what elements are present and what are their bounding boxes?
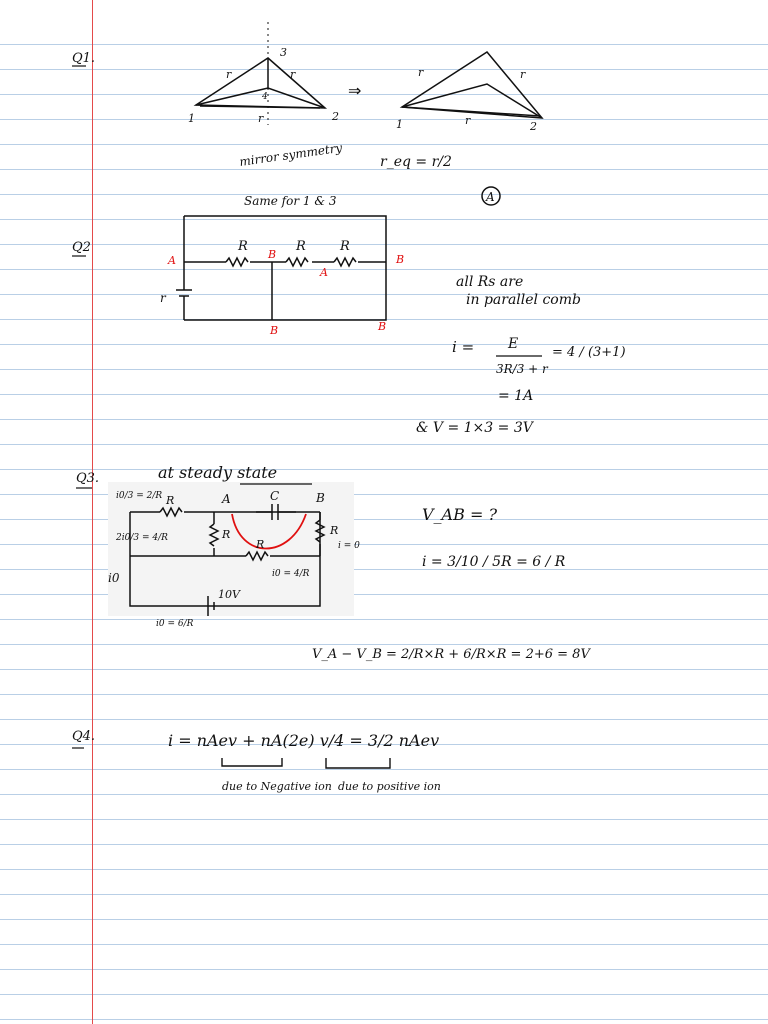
q3-label: Q3. (76, 471, 99, 486)
q1-r-b: r (290, 68, 296, 81)
q3-circuit-photo-bg (108, 482, 354, 616)
q1-same-note: Same for 1 & 3 (244, 194, 337, 208)
q3-current-2: 2i0/3 = 4/R (115, 533, 168, 543)
q1-r-c: r (258, 112, 264, 125)
q1-node-4: 4 (261, 92, 268, 102)
q2-r1: R (237, 239, 248, 254)
q1-req: r_eq = r/2 (380, 154, 452, 170)
q2-eq-v: & V = 1×3 = 3V (416, 420, 535, 436)
q3-title: at steady state (158, 463, 277, 482)
q2-node-a1: A (167, 254, 176, 267)
q2-note-2: in parallel comb (466, 292, 581, 308)
q3-r4: R (329, 524, 338, 537)
q1-mirror-note: mirror symmetry (238, 141, 343, 169)
q1-node-3: 3 (280, 46, 287, 59)
q3-battery: 10V (218, 588, 241, 601)
q2-eq-i: i = (452, 338, 474, 356)
q4-eq: i = nAev + nA(2e) v/4 = 3/2 nAev (168, 731, 439, 750)
q2-eq-den: 3R/3 + r (496, 362, 549, 376)
q2-node-b4: B (377, 320, 386, 333)
q1-label: Q1. (72, 51, 95, 66)
q3-current-3: i = 0 (338, 541, 360, 551)
q3-i-eq: i = 3/10 / 5R = 6 / R (422, 554, 566, 570)
q2-r2: R (295, 239, 306, 254)
q1r-r-c: r (465, 114, 471, 127)
q3-r2: R (221, 528, 230, 541)
q2-node-b3: B (269, 324, 278, 337)
q2-r3: R (339, 239, 350, 254)
q2-note-1: all Rs are (456, 274, 523, 290)
q3-va-vb: V_A − V_B = 2/R×R + 6/R×R = 2+6 = 8V (312, 647, 591, 662)
q4-label: Q4. (72, 729, 95, 744)
q3-current-4: i0 = 4/R (272, 569, 310, 579)
q1r-node-1: 1 (396, 118, 403, 131)
q1-node-1: 1 (188, 112, 195, 125)
q4-due-neg: due to Negative ion (222, 780, 332, 793)
q3-node-a: A (221, 492, 231, 506)
q3-current-1: i0/3 = 2/R (116, 491, 162, 501)
q1-node-2: 2 (331, 110, 339, 123)
q2-eq-num: E (507, 336, 518, 352)
q3-capacitor: C (270, 489, 279, 503)
q4-due-pos: due to positive ion (338, 780, 441, 793)
q1-triangle-left (193, 22, 328, 125)
q1-r-a: r (226, 68, 232, 81)
q1r-node-2: 2 (529, 120, 537, 133)
q1r-r-b: r (520, 68, 526, 81)
q2-eq-2: = 4 / (3+1) (552, 345, 626, 360)
q3-r1: R (165, 494, 174, 507)
q3-r3: R (255, 538, 264, 551)
margin-line (92, 0, 93, 1024)
q3-circuit (129, 504, 326, 616)
q3-current-5: i0 (108, 571, 120, 585)
q3-red-arrow (231, 513, 307, 550)
q2-node-b1: B (267, 248, 276, 261)
q3-node-b: B (315, 491, 325, 505)
q1r-r-a: r (418, 66, 424, 79)
q2-label: Q2 (72, 240, 91, 255)
q1-triangle-right (399, 51, 544, 119)
q3-vab: V_AB = ? (422, 505, 497, 524)
q1-answer: A (485, 190, 495, 204)
q2-battery-r: r (160, 291, 167, 305)
q2-circuit (176, 215, 387, 321)
q2-eq-result: = 1A (498, 388, 533, 404)
q3-current-6: i0 = 6/R (156, 619, 194, 629)
q2-node-b2: B (395, 253, 404, 266)
q1-arrow: ⇒ (348, 83, 361, 100)
q2-node-a2: A (319, 266, 328, 279)
